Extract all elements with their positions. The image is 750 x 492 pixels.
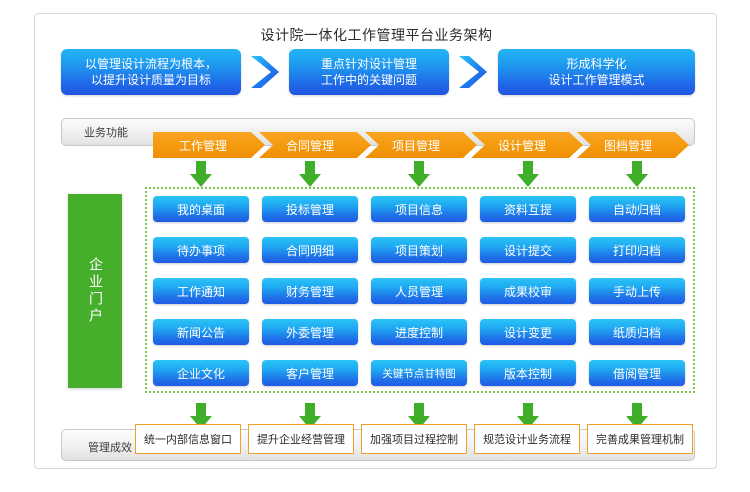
strategy-banner-3-line2: 设计工作管理模式 [548,73,645,87]
tab-design-management[interactable]: 设计管理 [471,132,583,158]
strategy-banner-3[interactable]: 形成科学化 设计工作管理模式 [498,49,695,95]
module-grid: 我的桌面 投标管理 项目信息 资料互提 自动归档 待办事项 合同明细 项目策划 … [153,196,688,386]
tab-contract-management[interactable]: 合同管理 [259,132,371,158]
outcome-result-mgmt-mechanism[interactable]: 完善成果管理机制 [587,424,693,454]
module-paper-archive[interactable]: 纸质归档 [589,319,685,345]
module-data-exchange[interactable]: 资料互提 [480,196,576,222]
green-down-arrow-icon [408,161,430,187]
tab-project-management[interactable]: 项目管理 [365,132,477,158]
module-bidding[interactable]: 投标管理 [262,196,358,222]
outcome-improve-operations[interactable]: 提升企业经营管理 [248,424,354,454]
strategy-banner-row: 以管理设计流程为根本， 以提升设计质量为目标 重点针对设计管理 工作中的关键问题 [61,49,695,95]
module-progress-control[interactable]: 进度控制 [371,319,467,345]
module-print-archive[interactable]: 打印归档 [589,237,685,263]
module-corporate-culture[interactable]: 企业文化 [153,360,249,386]
module-my-desktop[interactable]: 我的桌面 [153,196,249,222]
page-title: 设计院一体化工作管理平台业务架构 [260,28,493,44]
module-auto-archive[interactable]: 自动归档 [589,196,685,222]
chevron-right-icon [247,54,281,90]
module-todo[interactable]: 待办事项 [153,237,249,263]
module-work-notice[interactable]: 工作通知 [153,278,249,304]
business-function-tabs: 工作管理 合同管理 项目管理 设计管理 图档管理 [153,132,698,158]
diagram-frame: 设计院一体化工作管理平台业务架构 以管理设计流程为根本， 以提升设计质量为目标 … [34,13,717,469]
module-customer[interactable]: 客户管理 [262,360,358,386]
module-news-bulletin[interactable]: 新闻公告 [153,319,249,345]
module-version-control[interactable]: 版本控制 [480,360,576,386]
outcome-standardize-workflow[interactable]: 规范设计业务流程 [474,424,580,454]
module-project-info[interactable]: 项目信息 [371,196,467,222]
green-down-arrow-icon [299,161,321,187]
module-result-review[interactable]: 成果校审 [480,278,576,304]
module-finance[interactable]: 财务管理 [262,278,358,304]
enterprise-portal-label: 企业门户 [87,257,103,325]
module-project-planning[interactable]: 项目策划 [371,237,467,263]
enterprise-portal-block: 企业门户 [68,194,122,388]
module-design-submission[interactable]: 设计提交 [480,237,576,263]
business-function-label: 业务功能 [84,126,128,139]
strategy-banner-2[interactable]: 重点针对设计管理 工作中的关键问题 [289,49,449,95]
module-gantt-chart[interactable]: 关键节点甘特图 [371,360,467,386]
strategy-banner-1-line1: 以管理设计流程为根本， [84,57,217,71]
module-borrow-management[interactable]: 借阅管理 [589,360,685,386]
tab-work-management[interactable]: 工作管理 [153,132,265,158]
outcome-project-process-ctrl[interactable]: 加强项目过程控制 [361,424,467,454]
strategy-banner-2-line2: 工作中的关键问题 [320,73,417,87]
strategy-banner-3-line1: 形成科学化 [566,57,627,71]
module-design-change[interactable]: 设计变更 [480,319,576,345]
outcome-unified-info-window[interactable]: 统一内部信息窗口 [135,424,241,454]
green-down-arrow-icon [517,161,539,187]
strategy-banner-2-line1: 重点针对设计管理 [320,57,417,71]
module-manual-upload[interactable]: 手动上传 [589,278,685,304]
module-contract-detail[interactable]: 合同明细 [262,237,358,263]
strategy-banner-1[interactable]: 以管理设计流程为根本， 以提升设计质量为目标 [61,49,241,95]
green-down-arrow-icon [626,161,648,187]
management-outcome-items: 统一内部信息窗口 提升企业经营管理 加强项目过程控制 规范设计业务流程 完善成果… [135,424,695,454]
management-outcome-label: 管理成效 [88,441,132,454]
module-personnel[interactable]: 人员管理 [371,278,467,304]
module-outsourcing[interactable]: 外委管理 [262,319,358,345]
green-down-arrow-icon [190,161,212,187]
strategy-banner-1-line2: 以提升设计质量为目标 [90,73,211,87]
module-grid-container [145,187,695,393]
chevron-right-icon [455,54,489,90]
tab-drawing-management[interactable]: 图档管理 [577,132,689,158]
